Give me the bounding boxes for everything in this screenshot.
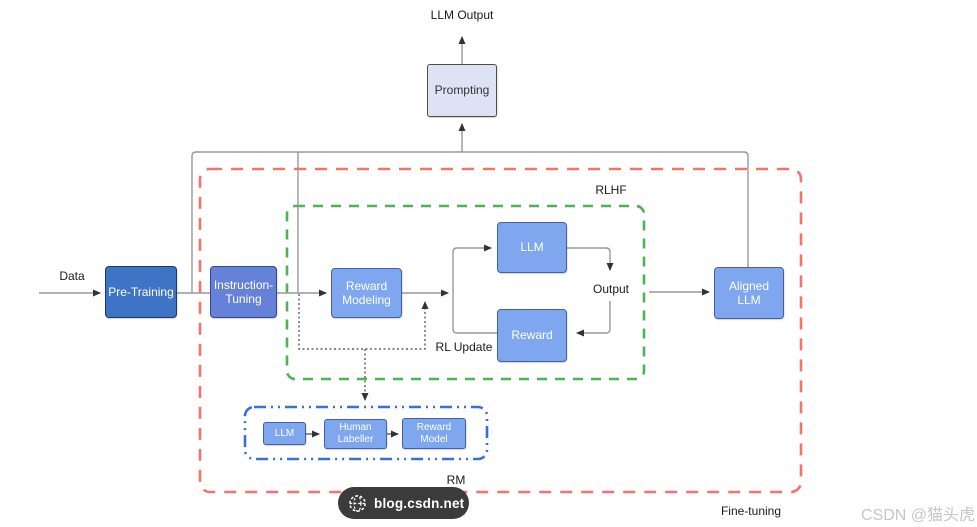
fine-tuning-boundary — [198, 167, 803, 494]
instruction-tuning-box[interactable]: Instruction-Tuning — [210, 266, 277, 318]
globe-icon — [349, 494, 366, 512]
dotted-rm-feedback-up — [298, 294, 429, 350]
bypass-connector — [191, 151, 749, 293]
human-labeller-label: Human Labeller — [337, 422, 374, 445]
csdn-blog-url: blog.csdn.net — [374, 495, 465, 511]
csdn-author-watermark: CSDN @猫头虎 — [860, 507, 975, 524]
reward-modeling-label: Reward Modeling — [342, 278, 391, 307]
csdn-blog-pill[interactable]: blog.csdn.net — [338, 487, 469, 519]
rm-boundary — [243, 405, 489, 461]
rm-llm-box[interactable]: LLM — [263, 422, 306, 445]
reward-model-label: Reward Model — [416, 421, 452, 445]
data-label: Data — [59, 269, 85, 283]
prompting-label: Prompting — [434, 83, 490, 98]
reward-modeling-box[interactable]: Reward Modeling — [331, 268, 402, 318]
rm-llm-label: LLM — [274, 427, 295, 439]
llm-label: LLM — [520, 240, 544, 255]
arrow-llm-to-output — [567, 247, 614, 271]
fine-tuning-label: Fine-tuning — [720, 504, 782, 518]
reward-label: Reward — [511, 328, 553, 343]
reward-box[interactable]: Reward — [497, 309, 567, 362]
rm-label: RM — [446, 473, 466, 487]
aligned-llm-label: Aligned LLM — [728, 278, 770, 307]
arrow-rl-update-to-llm — [452, 244, 497, 334]
llm-output-label: LLM Output — [430, 8, 494, 22]
arrow-output-to-reward — [576, 301, 611, 337]
human-labeller-box[interactable]: Human Labeller — [324, 419, 387, 449]
prompting-box[interactable]: Prompting — [427, 64, 497, 117]
llm-box[interactable]: LLM — [497, 222, 567, 273]
reward-model-box[interactable]: Reward Model — [402, 418, 466, 449]
pre-training-label: Pre-Training — [108, 284, 174, 299]
output-label: Output — [592, 282, 630, 296]
pre-training-box[interactable]: Pre-Training — [105, 266, 177, 318]
instruction-tuning-label: Instruction-Tuning — [213, 277, 274, 306]
rlhf-label: RLHF — [595, 183, 627, 197]
aligned-llm-box[interactable]: Aligned LLM — [714, 267, 784, 319]
rl-update-label: RL Update — [435, 340, 493, 354]
